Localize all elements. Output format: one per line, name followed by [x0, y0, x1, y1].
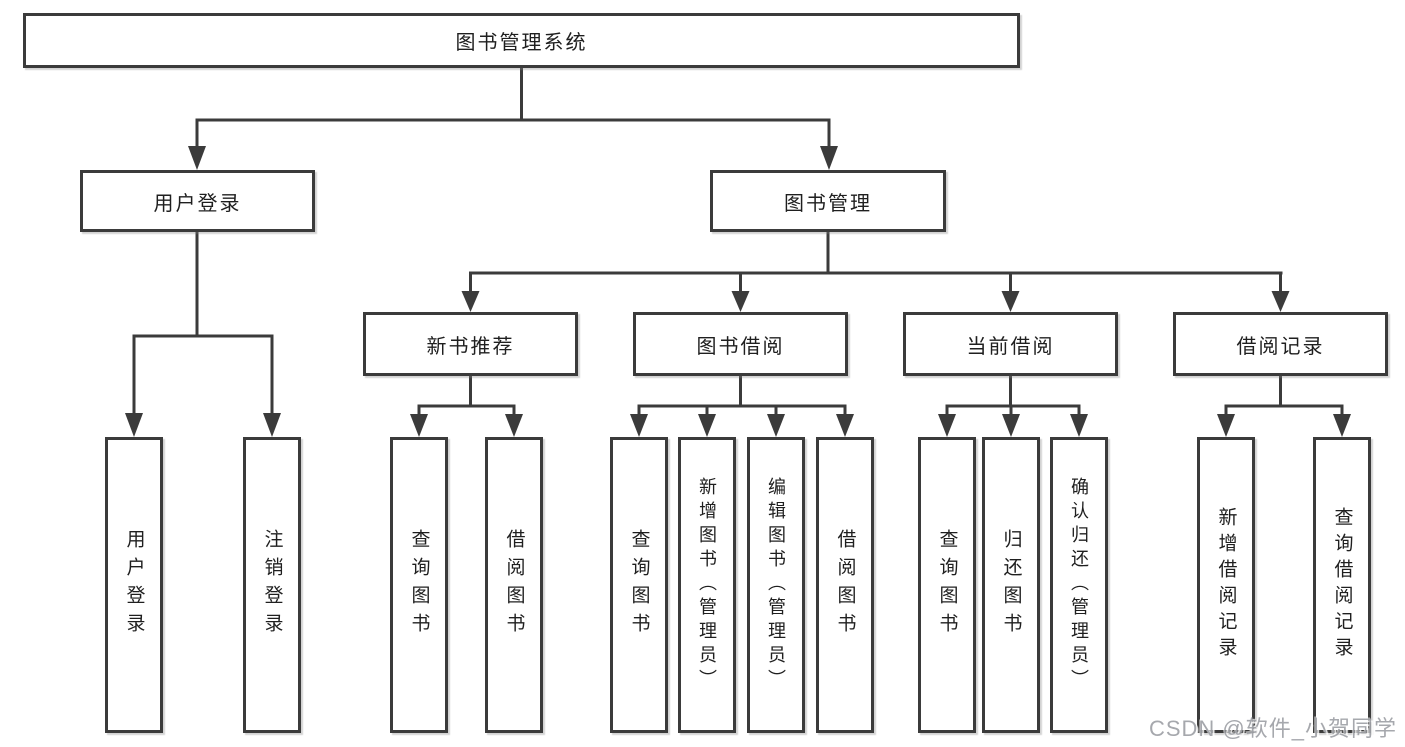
leaf-newbook-query: 查询图书 [390, 437, 448, 733]
node-current-borrow: 当前借阅 [903, 312, 1118, 376]
leaf-logout-label: 注销登录 [261, 529, 283, 641]
leaf-current-query: 查询图书 [918, 437, 976, 733]
connector-borrow-to-leaves [630, 376, 854, 437]
leaf-logout: 注销登录 [243, 437, 301, 733]
leaf-record-query: 查询借阅记录 [1313, 437, 1371, 733]
connector-newbook-to-leaves [410, 376, 523, 437]
leaf-current-return: 归还图书 [982, 437, 1040, 733]
leaf-borrow-add-admin-label: 新增图书（管理员） [697, 477, 717, 693]
leaf-current-return-label: 归还图书 [1000, 529, 1022, 641]
node-book-borrow-label: 图书借阅 [696, 335, 785, 358]
node-borrow-records-label: 借阅记录 [1236, 335, 1325, 358]
leaf-user-login-label: 用户登录 [123, 529, 145, 641]
node-borrow-records: 借阅记录 [1173, 312, 1388, 376]
node-book-management: 图书管理 [710, 170, 946, 232]
leaf-current-confirm-admin-label: 确认归还（管理员） [1069, 477, 1089, 693]
leaf-newbook-query-label: 查询图书 [408, 529, 430, 641]
node-book-borrow: 图书借阅 [633, 312, 848, 376]
node-new-book-recommend: 新书推荐 [363, 312, 578, 376]
leaf-borrow-query-label: 查询图书 [628, 529, 650, 641]
leaf-user-login: 用户登录 [105, 437, 163, 733]
node-user-login: 用户登录 [80, 170, 315, 232]
leaf-borrow-add-admin: 新增图书（管理员） [678, 437, 736, 733]
connector-userlogin-to-leaves [125, 232, 281, 437]
leaf-borrow-query: 查询图书 [610, 437, 668, 733]
csdn-watermark: CSDN @软件_小贺同学 [1148, 716, 1397, 741]
node-new-book-recommend-label: 新书推荐 [426, 335, 515, 358]
node-root-label: 图书管理系统 [455, 32, 588, 54]
leaf-borrow-book: 借阅图书 [816, 437, 874, 733]
leaf-record-query-label: 查询借阅记录 [1331, 507, 1353, 663]
node-book-management-label: 图书管理 [784, 192, 872, 215]
connector-root-to-level2 [188, 68, 838, 170]
leaf-record-add: 新增借阅记录 [1197, 437, 1255, 733]
node-user-login-label: 用户登录 [153, 192, 242, 215]
connector-bookmgmt-to-level3 [461, 232, 1290, 312]
leaf-newbook-borrow: 借阅图书 [485, 437, 543, 733]
leaf-borrow-edit-admin-label: 编辑图书（管理员） [766, 477, 786, 693]
node-current-borrow-label: 当前借阅 [966, 335, 1055, 358]
leaf-borrow-edit-admin: 编辑图书（管理员） [747, 437, 805, 733]
leaf-newbook-borrow-label: 借阅图书 [503, 529, 525, 641]
leaf-borrow-book-label: 借阅图书 [834, 529, 856, 641]
connector-records-to-leaves [1217, 376, 1351, 437]
leaf-record-add-label: 新增借阅记录 [1215, 507, 1237, 663]
leaf-current-query-label: 查询图书 [936, 529, 958, 641]
node-root: 图书管理系统 [23, 13, 1020, 68]
connector-current-to-leaves [938, 376, 1088, 437]
leaf-current-confirm-admin: 确认归还（管理员） [1050, 437, 1108, 733]
